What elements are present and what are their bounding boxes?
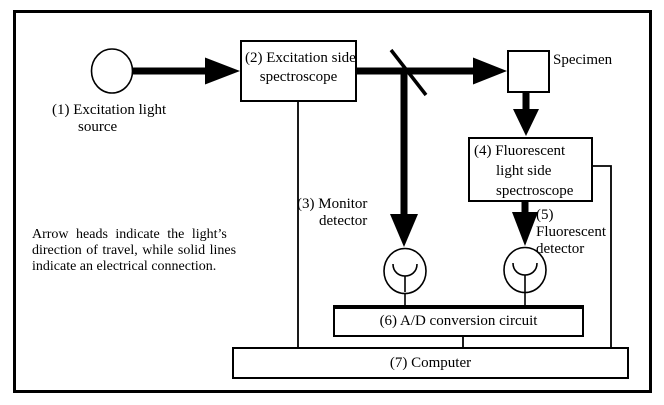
specimen-label: Specimen	[553, 52, 613, 68]
fluorescent-detector-icon	[503, 246, 547, 294]
arrowhead-into-spectroscope4	[513, 109, 539, 136]
monitor-detector-label-line2: detector	[319, 213, 368, 229]
monitor-detector-label: (3) Monitor detector	[297, 196, 367, 230]
ad-conversion-circuit-box: (6) A/D conversion circuit	[333, 305, 584, 337]
monitor-detector-icon	[383, 247, 427, 295]
arrowhead-into-monitor-detector	[390, 214, 418, 247]
arrowhead-into-fluorescent-detector	[512, 212, 538, 246]
legend-note-line2: direction of travel, while solid lines	[32, 243, 237, 258]
arrowhead-into-spectroscope2	[205, 57, 240, 85]
beam-splitter-icon	[389, 48, 428, 97]
monitor-detector-label-line1: (3) Monitor	[297, 196, 368, 212]
fluorescent-detector-label-line3: detector	[536, 241, 585, 257]
excitation-spectroscope-label-line2: spectroscope	[259, 69, 338, 85]
fluorescent-detector-label-line1: (5)	[536, 207, 554, 223]
source-label-line2: source	[78, 119, 118, 135]
excitation-light-source-icon	[90, 48, 134, 94]
computer-box: (7) Computer	[232, 347, 629, 379]
specimen-box	[507, 50, 550, 93]
fluorescent-detector-label-line2: Fluorescent	[536, 224, 606, 240]
arrowhead-into-specimen	[473, 57, 507, 85]
fluorescent-spectroscope-label-line3: spectroscope	[496, 183, 574, 199]
excitation-side-spectroscope-box: (2) Excitation side spectroscope	[240, 40, 357, 102]
legend-note: Arrow heads indicate the light’s directi…	[32, 227, 236, 275]
fluorescent-spectroscope-label-line2: light side	[496, 163, 552, 179]
fluorescent-light-side-spectroscope-box: (4) Fluorescent light side spectroscope	[468, 137, 593, 202]
source-label-line1: (1) Excitation light	[52, 102, 167, 118]
diagram-border-frame	[13, 10, 652, 393]
wire-spectroscope4-to-computer	[592, 165, 612, 348]
fluorescent-detector-label: (5) Fluorescent detector	[536, 207, 606, 258]
legend-note-line3: indicate an electrical connection.	[32, 259, 217, 274]
fluorescent-spectroscope-label-line1: (4) Fluorescent	[474, 143, 566, 159]
legend-note-line1: Arrow heads indicate the light’s	[32, 227, 227, 242]
excitation-spectroscope-label-line1: (2) Excitation side	[245, 50, 356, 66]
excitation-light-source-label: (1) Excitation light source	[52, 102, 166, 136]
